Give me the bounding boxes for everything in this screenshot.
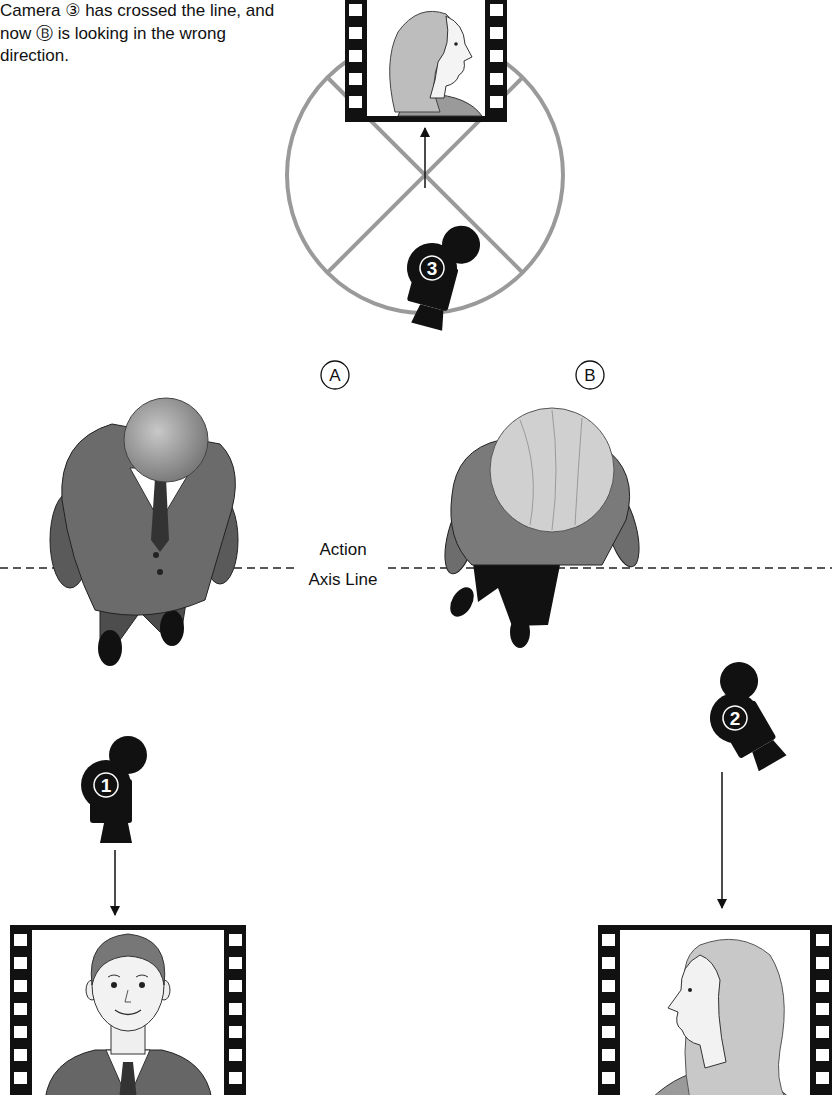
callout-number: 3	[427, 259, 438, 278]
man-figure	[153, 552, 159, 558]
note-text: Camera ③ has crossed the line, and now Ⓑ…	[0, 0, 290, 68]
view-arrow	[721, 772, 723, 908]
film-frame	[115, 1010, 141, 1015]
woman-figure	[520, 410, 582, 530]
film-frame	[349, 4, 362, 108]
letter-circle	[576, 361, 604, 389]
film-frame	[111, 982, 117, 988]
film-frame	[602, 934, 615, 1084]
film-frame	[598, 925, 832, 1095]
subject-letter: B	[584, 367, 595, 384]
film-frame	[688, 988, 692, 992]
film-frame	[125, 990, 131, 1002]
view-arrow	[424, 128, 426, 188]
film-frame	[598, 925, 832, 1095]
film-frame	[490, 4, 503, 108]
man-figure	[160, 610, 184, 646]
film-frame	[345, 0, 507, 122]
film-frame	[430, 16, 472, 98]
man-figure	[157, 569, 163, 575]
subject-letter: A	[329, 367, 340, 384]
camera-symbol	[81, 736, 147, 843]
film-frame	[119, 1062, 137, 1095]
callout-number: 2	[730, 709, 741, 728]
film-frame	[668, 955, 726, 1068]
camera-symbol	[689, 655, 800, 781]
film-frame	[106, 1050, 150, 1095]
camera-symbol	[393, 214, 484, 334]
film-frame	[32, 930, 224, 1095]
film-frame	[139, 982, 145, 988]
letter-circle	[321, 361, 349, 389]
woman-figure	[445, 583, 478, 621]
woman-figure	[438, 408, 646, 648]
man-figure	[151, 478, 169, 552]
film-frame	[10, 925, 246, 1095]
axis-label: Action Axis Line	[303, 535, 383, 595]
man-figure	[50, 398, 238, 666]
film-frame	[367, 0, 485, 116]
view-arrow	[114, 850, 116, 915]
film-frame	[454, 42, 458, 46]
woman-figure	[510, 616, 530, 648]
film-frame	[10, 925, 246, 1095]
film-frame	[620, 930, 810, 1095]
film-frame	[816, 934, 829, 1084]
film-frame	[108, 975, 148, 977]
man-figure	[124, 398, 208, 482]
man-figure	[98, 630, 122, 666]
film-frame	[91, 934, 165, 985]
film-frame	[345, 0, 507, 122]
woman-figure	[472, 555, 562, 626]
callout-number: 1	[101, 776, 112, 795]
film-frame	[45, 1050, 212, 1095]
woman-figure	[490, 408, 614, 532]
film-frame	[14, 934, 27, 1084]
film-frame	[229, 934, 242, 1084]
